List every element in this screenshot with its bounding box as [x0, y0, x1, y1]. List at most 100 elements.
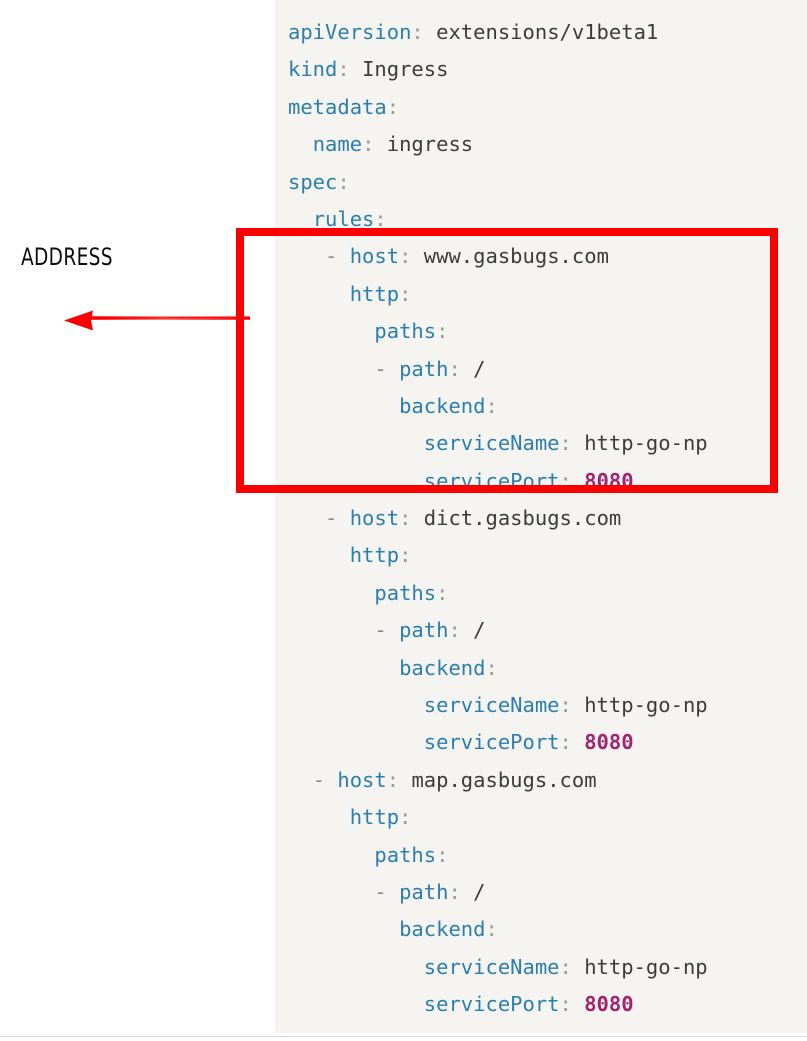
yaml-colon: :: [559, 693, 572, 718]
yaml-key: backend: [399, 655, 486, 680]
yaml-key: backend: [399, 917, 486, 942]
yaml-colon: :: [399, 506, 412, 531]
list-dash: -: [312, 767, 338, 792]
yaml-colon: :: [448, 618, 461, 643]
yaml-key: kind: [288, 57, 338, 82]
yaml-colon: :: [436, 842, 449, 867]
yaml-value: 8080: [584, 468, 634, 493]
yaml-colon: :: [448, 356, 461, 381]
yaml-key: paths: [374, 842, 437, 867]
code-line: backend:: [275, 388, 807, 425]
code-line: - path: /: [275, 874, 807, 911]
yaml-value: 8080: [584, 992, 634, 1017]
yaml-key: path: [399, 618, 449, 643]
list-dash: -: [374, 356, 400, 381]
yaml-colon: :: [559, 730, 572, 755]
yaml-value: dict.gasbugs.com: [423, 506, 622, 531]
yaml-colon: :: [559, 954, 572, 979]
yaml-value: http-go-np: [584, 954, 708, 979]
code-line: backend:: [275, 650, 807, 687]
yaml-key: servicePort: [423, 992, 560, 1017]
yaml-colon: :: [559, 992, 572, 1017]
code-line: metadata:: [275, 89, 807, 126]
yaml-colon: :: [399, 543, 412, 568]
yaml-value: http-go-np: [584, 431, 708, 456]
yaml-colon: :: [559, 468, 572, 493]
yaml-colon: :: [485, 655, 498, 680]
yaml-colon: :: [485, 917, 498, 942]
code-line: - host: www.gasbugs.com: [275, 238, 807, 275]
yaml-value: /: [473, 879, 486, 904]
yaml-value: Ingress: [362, 57, 449, 82]
list-dash: -: [325, 244, 350, 269]
yaml-key: rules: [312, 206, 375, 231]
yaml-key: serviceName: [423, 954, 560, 979]
yaml-key: host: [349, 506, 400, 531]
yaml-key: paths: [374, 319, 437, 344]
code-line: serviceName: http-go-np: [275, 949, 807, 986]
yaml-key: http: [349, 543, 400, 568]
list-dash: -: [325, 506, 350, 531]
code-line: servicePort: 8080: [275, 463, 807, 500]
yaml-key: path: [399, 356, 449, 381]
code-line: - path: /: [275, 351, 807, 388]
list-dash: -: [374, 618, 400, 643]
yaml-value: ingress: [386, 132, 474, 157]
yaml-key: servicePort: [423, 468, 560, 493]
yaml-colon: :: [399, 805, 412, 830]
yaml-colon: :: [399, 281, 412, 306]
yaml-value: /: [473, 356, 486, 381]
code-line: paths:: [275, 313, 807, 350]
code-line: kind: Ingress: [275, 51, 807, 88]
bottom-divider: [0, 1036, 807, 1037]
yaml-key: http: [349, 281, 400, 306]
code-line: serviceName: http-go-np: [275, 425, 807, 462]
yaml-colon: :: [386, 94, 400, 119]
yaml-colon: :: [411, 20, 424, 44]
yaml-colon: :: [337, 57, 350, 82]
yaml-value: http-go-np: [584, 693, 708, 718]
code-line: paths:: [275, 575, 807, 612]
yaml-key: apiVersion: [288, 20, 412, 44]
code-line: backend:: [275, 911, 807, 948]
yaml-value: 8080: [584, 730, 634, 755]
yaml-key: spec: [288, 169, 338, 194]
yaml-key: http: [349, 805, 400, 830]
yaml-value: extensions/v1beta1: [436, 20, 659, 44]
code-line: - host: dict.gasbugs.com: [275, 500, 807, 537]
code-line: spec:: [275, 164, 807, 201]
code-line: apiVersion: extensions/v1beta1: [275, 14, 807, 51]
yaml-key: serviceName: [423, 431, 560, 456]
yaml-key: paths: [374, 580, 437, 605]
code-line: http:: [275, 537, 807, 574]
code-line: - path: /: [275, 612, 807, 649]
yaml-value: www.gasbugs.com: [423, 244, 609, 269]
code-line: servicePort: 8080: [275, 724, 807, 761]
code-line: rules:: [275, 201, 807, 238]
yaml-colon: :: [436, 580, 449, 605]
yaml-key: backend: [399, 393, 486, 418]
code-line: http:: [275, 276, 807, 313]
code-line: paths:: [275, 837, 807, 874]
yaml-key: metadata: [288, 94, 387, 119]
yaml-key: serviceName: [423, 693, 560, 718]
code-line: - host: map.gasbugs.com: [275, 762, 807, 799]
yaml-key: host: [337, 767, 387, 792]
code-line: serviceName: http-go-np: [275, 687, 807, 724]
annotation-arrow-icon: [64, 310, 250, 331]
code-line: name: ingress: [275, 126, 807, 163]
yaml-colon: :: [337, 169, 350, 194]
yaml-key: path: [399, 879, 449, 904]
yaml-key: name: [312, 132, 363, 157]
yaml-colon: :: [436, 319, 449, 344]
yaml-colon: :: [559, 431, 572, 456]
yaml-colon: :: [399, 244, 412, 269]
yaml-value: map.gasbugs.com: [411, 767, 597, 792]
yaml-key: servicePort: [423, 730, 560, 755]
yaml-key: host: [349, 244, 400, 269]
yaml-colon: :: [362, 132, 375, 157]
code-line: http:: [275, 799, 807, 836]
